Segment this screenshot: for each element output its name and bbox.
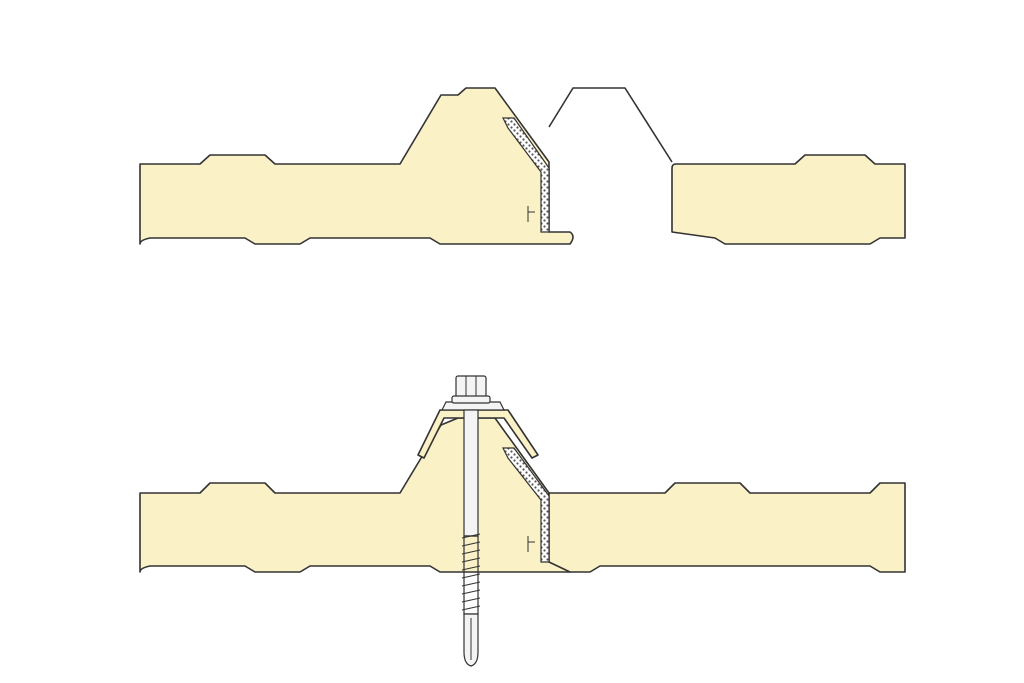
left-panel-top	[139, 87, 574, 245]
screw-head-hex-line	[465, 376, 477, 398]
before-assembly-view	[139, 87, 906, 245]
screw-shank	[463, 409, 479, 537]
cap-profile-top	[548, 87, 673, 163]
foam-gasket-icon	[502, 447, 550, 563]
right-panel-top	[671, 154, 906, 245]
marker-tick	[527, 206, 535, 222]
screw-head	[455, 375, 487, 399]
right-panel-bottom	[548, 482, 906, 573]
foam-gasket-icon	[502, 117, 550, 233]
left-panel-bottom	[139, 417, 574, 573]
screw-thread-body	[463, 535, 479, 615]
self-drilling-screw-icon	[451, 375, 491, 667]
marker-tick	[527, 536, 535, 552]
after-assembly-view	[139, 375, 906, 667]
screw-collar	[451, 395, 491, 404]
